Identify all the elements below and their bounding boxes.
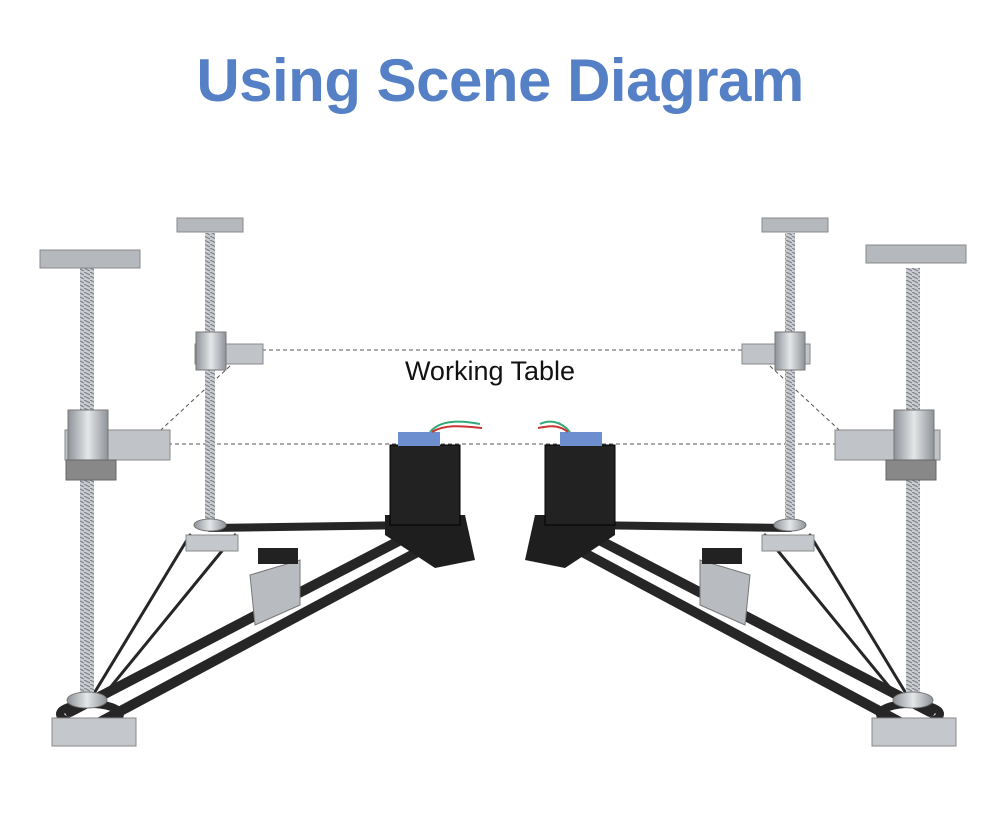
idler-bracket-left <box>249 548 301 626</box>
page-title: Using Scene Diagram <box>196 47 804 114</box>
screw-column-left-back <box>176 217 264 552</box>
stepper-motor-right <box>525 420 616 568</box>
belts <box>56 521 944 728</box>
working-table-label: Working Table <box>404 356 576 386</box>
screw-column-right-front <box>834 244 967 747</box>
screw-column-left-front <box>39 249 171 747</box>
screw-column-right-back <box>741 217 829 552</box>
stepper-motor-left <box>385 420 483 568</box>
working-table-outline <box>149 349 851 445</box>
idler-bracket-right <box>699 548 751 626</box>
